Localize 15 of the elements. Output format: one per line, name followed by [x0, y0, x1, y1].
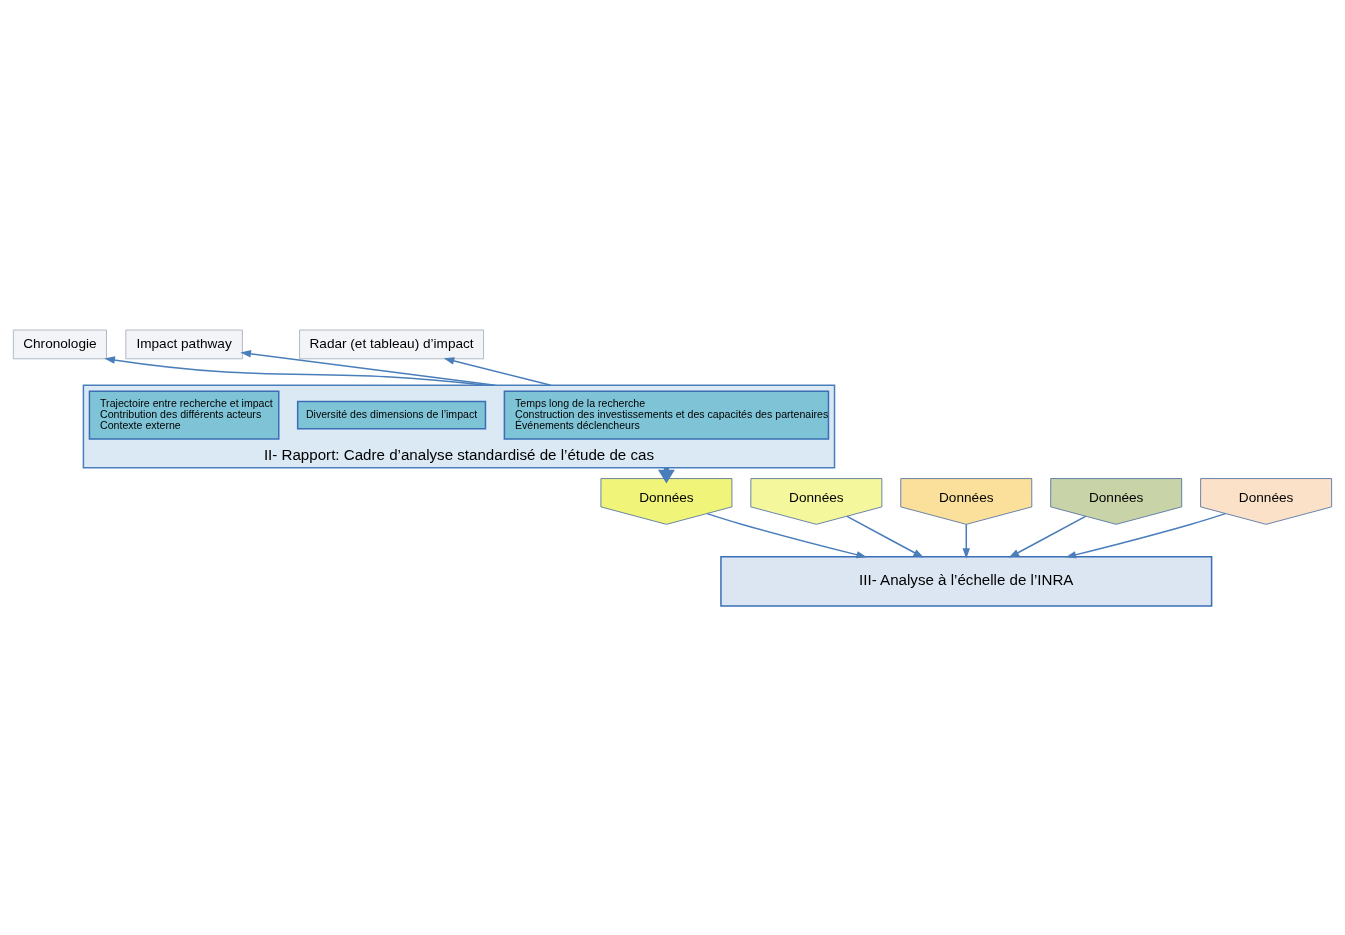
node-box: Impact pathway: [125, 329, 243, 359]
arrow: [443, 356, 552, 386]
arrow: [962, 523, 970, 559]
arrow: [846, 515, 924, 558]
arrow: [1008, 515, 1087, 558]
node-box: Temps long de la recherche Construction des investissements et des capacités des partenaires Événements déclencheurs: [503, 390, 830, 440]
node-box: III- Analyse à l’échelle de l’INRA: [720, 555, 1213, 607]
node-box: Diversité des dimensions de l’impact: [296, 400, 487, 430]
node-box: Chronologie: [12, 329, 107, 359]
node-box: Trajectoire entre recherche et impact Contribution des différents acteurs Contexte externe: [88, 390, 280, 440]
arrow: [706, 512, 868, 558]
arrow: [104, 355, 487, 386]
arrow: [240, 349, 497, 386]
node-box: Radar (et tableau) d’impact: [299, 329, 484, 359]
arrow: [1065, 512, 1227, 558]
